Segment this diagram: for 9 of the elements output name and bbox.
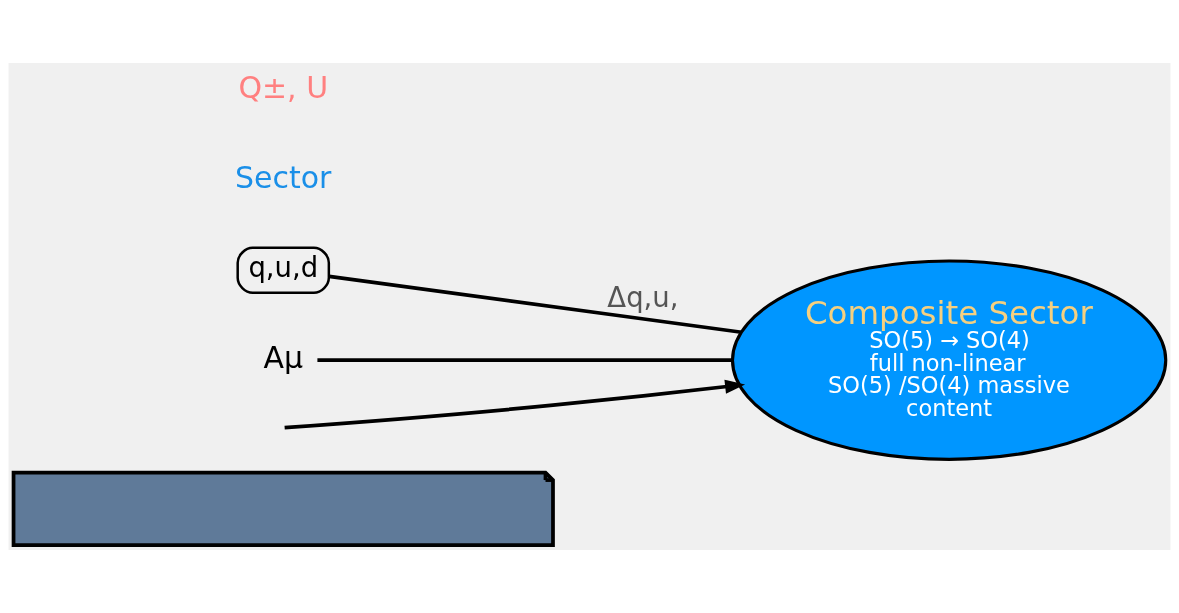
connector — [328, 274, 742, 335]
edge-label: Δq,u, — [607, 282, 679, 314]
connector — [317, 358, 733, 363]
node-ellipse: Composite Sector SO(5) → SO(4) full non-linear SO(5) /SO(4) massive content — [730, 259, 1168, 461]
node-text: Aμ — [263, 339, 304, 375]
label: Sector — [235, 160, 332, 196]
arrow — [284, 379, 746, 430]
label: Q±, U — [238, 70, 329, 106]
node-box: q,u,d — [236, 246, 331, 294]
